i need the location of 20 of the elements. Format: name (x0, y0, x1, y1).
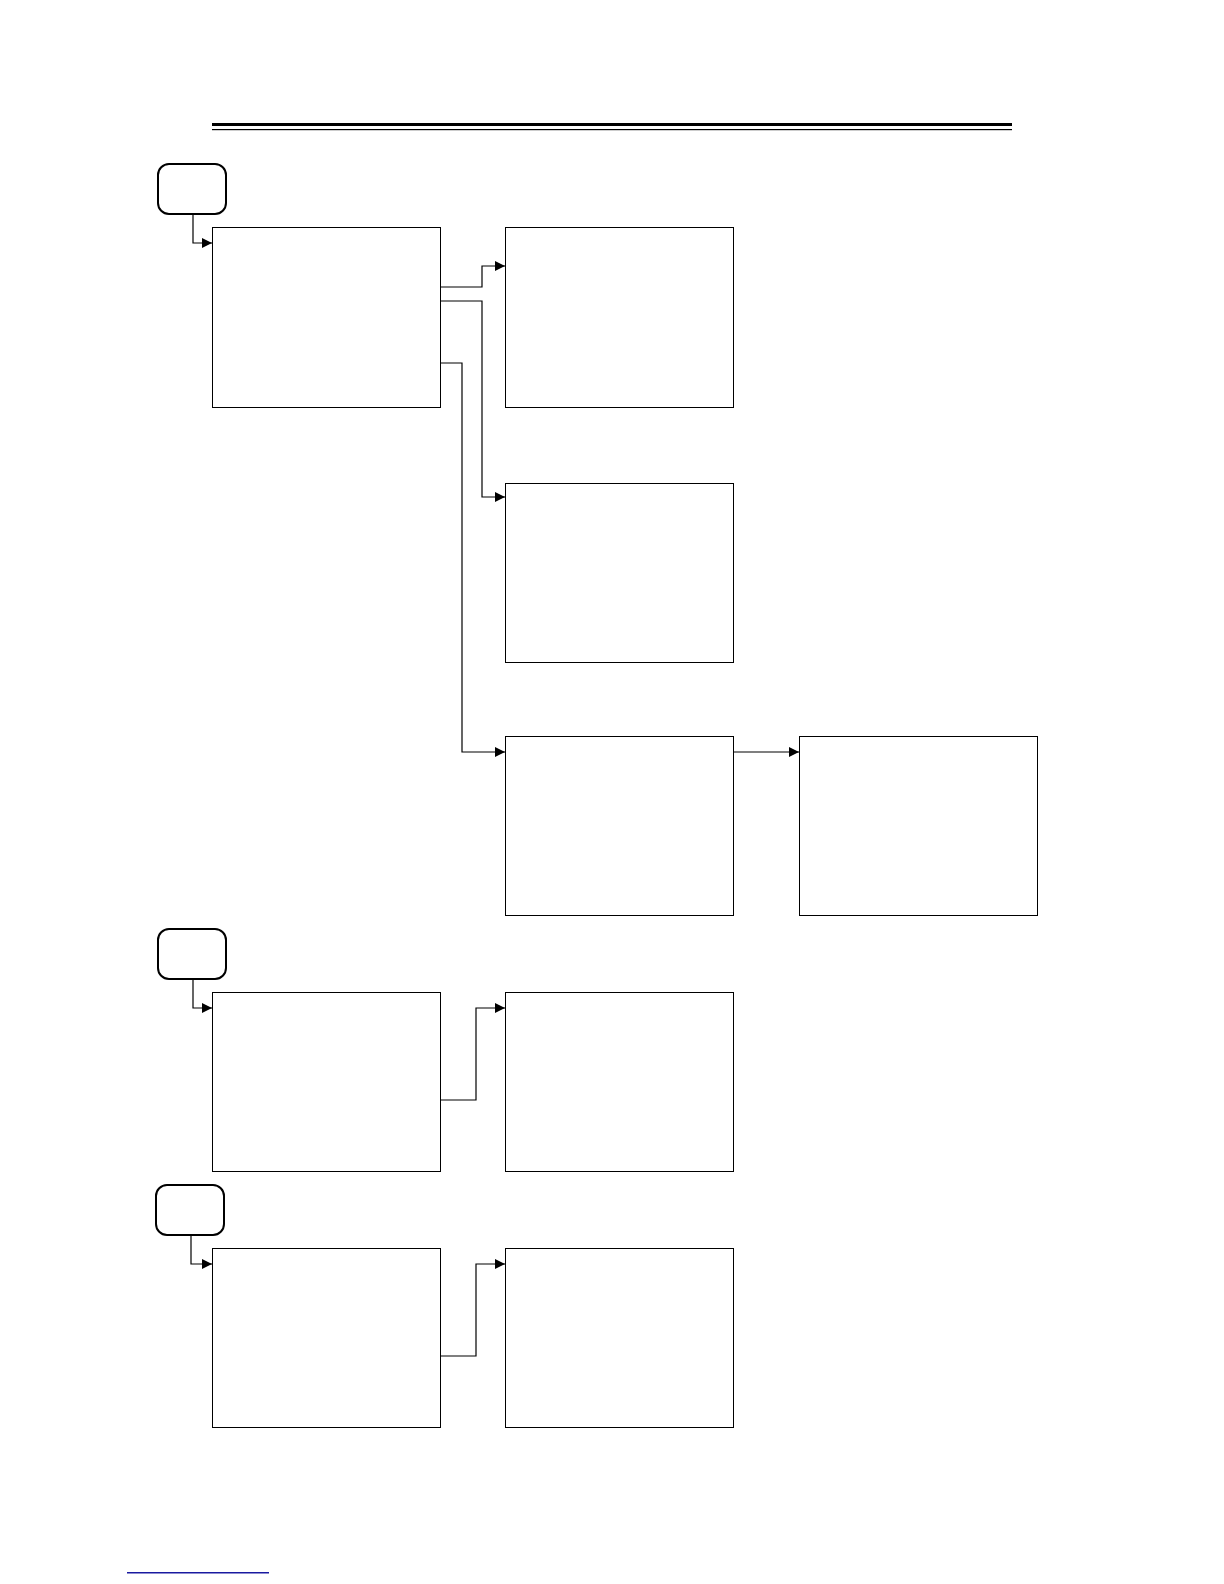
process-box (505, 992, 734, 1172)
rounded-box (157, 163, 227, 215)
connector-arrow (192, 214, 213, 248)
process-box (505, 483, 734, 663)
connector-arrow (440, 300, 506, 502)
process-box (505, 1248, 734, 1428)
process-box (799, 736, 1038, 916)
rounded-box (155, 1184, 225, 1236)
process-box (212, 1248, 441, 1428)
process-box (505, 227, 734, 408)
process-box (212, 227, 441, 408)
connector-arrow (440, 362, 506, 757)
connector-arrow (440, 261, 506, 288)
process-box (212, 992, 441, 1172)
connector-arrow (440, 1003, 506, 1101)
process-box (505, 736, 734, 916)
connector-arrow (733, 747, 800, 757)
rounded-box (157, 928, 227, 980)
connector-arrow (440, 1259, 506, 1357)
connector-arrow (192, 979, 213, 1013)
